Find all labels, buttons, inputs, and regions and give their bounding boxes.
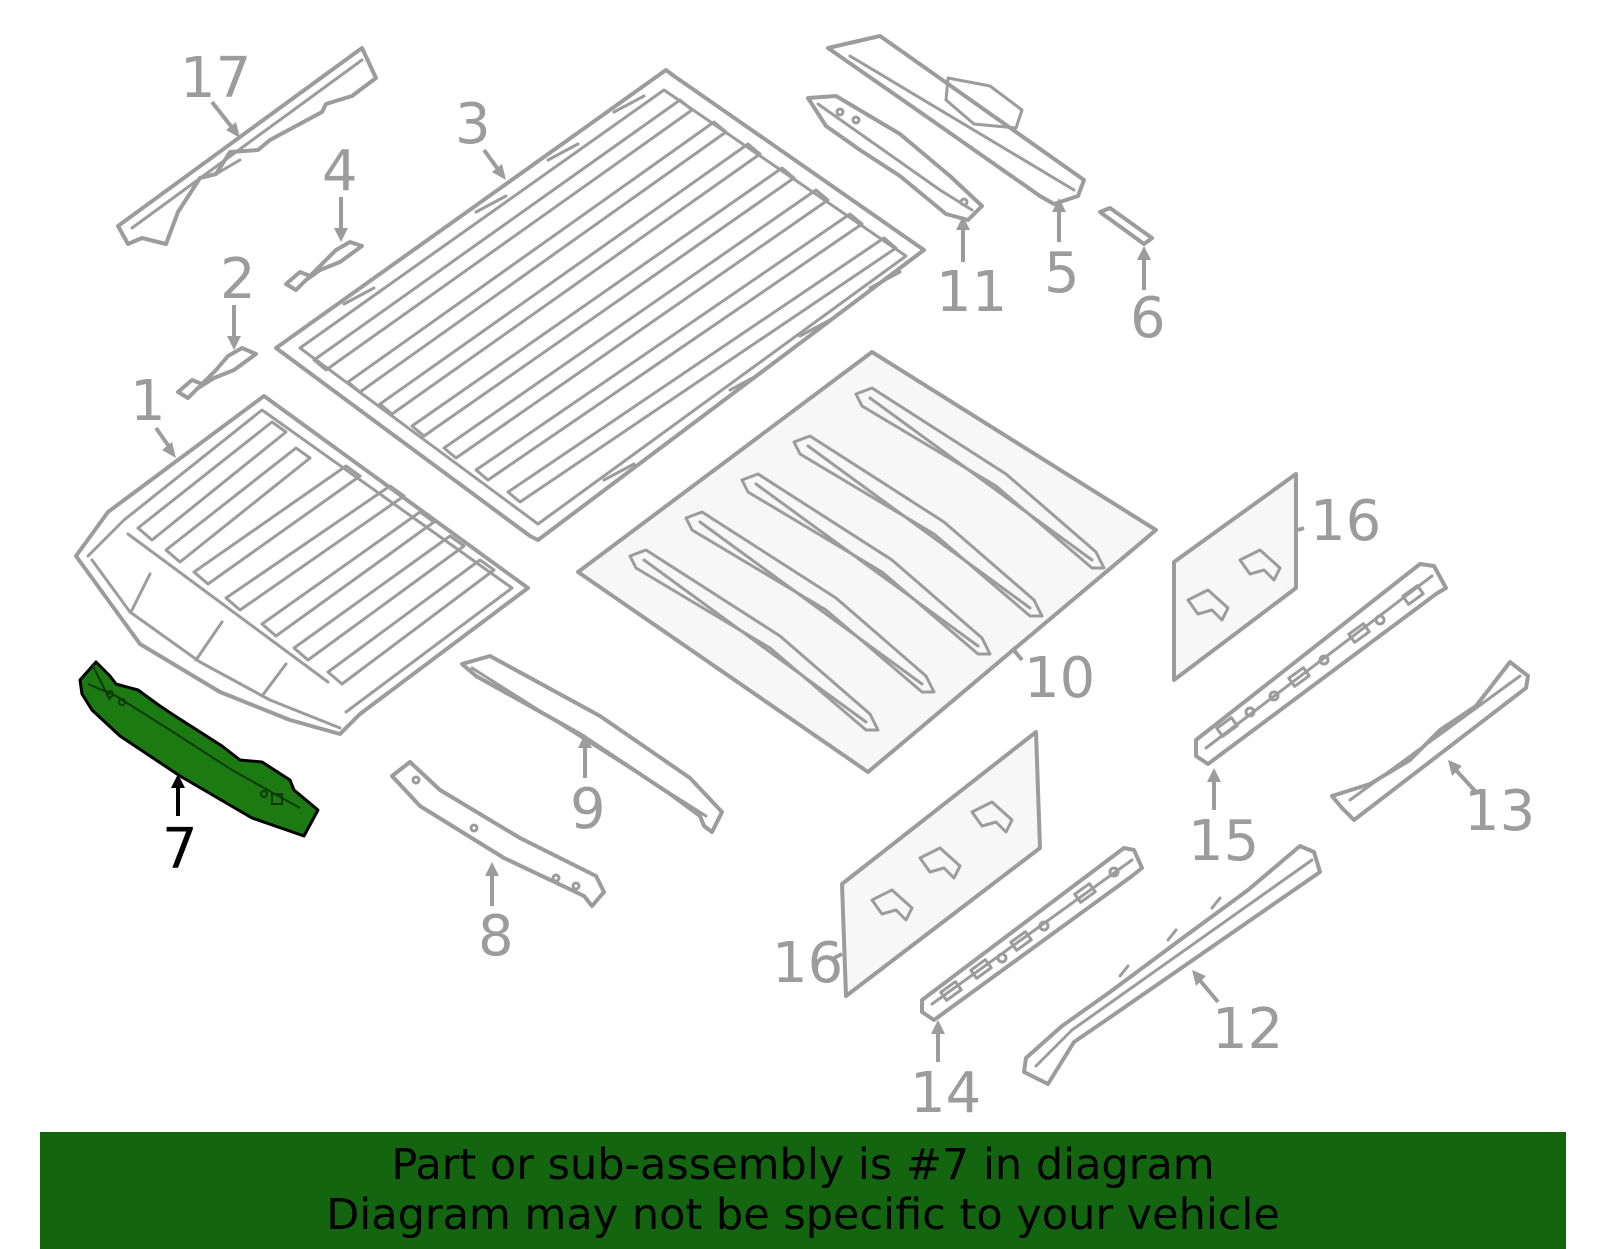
part-8-bow[interactable] — [390, 760, 606, 908]
part-6-clip[interactable] — [1098, 206, 1154, 246]
callout-label-6: 6 — [1130, 286, 1166, 351]
callout-label-14: 14 — [910, 1061, 981, 1126]
part-3-roof-frame[interactable] — [274, 68, 926, 542]
part-12-rail[interactable] — [1022, 844, 1322, 1086]
part-7-rear-header[interactable] — [78, 660, 320, 838]
callout-9: 9 — [570, 734, 606, 842]
part-13-rail[interactable] — [1330, 660, 1530, 822]
callout-label-3: 3 — [455, 92, 491, 157]
callout-11: 11 — [936, 216, 1007, 325]
callout-16-lower: 16 — [772, 931, 843, 996]
part-1-roof-panel[interactable] — [74, 394, 530, 736]
part-10-roof-bows[interactable] — [576, 350, 1158, 774]
callout-label-1: 1 — [130, 369, 166, 434]
callout-8: 8 — [478, 862, 514, 969]
banner-line-2: Diagram may not be specific to your vehi… — [326, 1190, 1280, 1240]
part-14-rail[interactable] — [920, 846, 1144, 1022]
callout-1: 1 — [130, 369, 176, 458]
callout-4: 4 — [322, 139, 358, 242]
part-16-pad-lower[interactable] — [840, 730, 1042, 998]
callout-label-4: 4 — [322, 139, 358, 204]
callout-14: 14 — [910, 1020, 981, 1126]
callout-label-5: 5 — [1044, 241, 1080, 306]
part-2-bracket[interactable] — [176, 346, 258, 400]
part-16-pad-upper[interactable] — [1172, 472, 1298, 682]
callout-label-17: 17 — [180, 46, 251, 111]
callout-label-15: 15 — [1188, 809, 1259, 874]
callout-label-8: 8 — [478, 904, 514, 969]
info-banner: Part or sub-assembly is #7 in diagram Di… — [40, 1132, 1566, 1249]
part-5-header-panel[interactable] — [826, 34, 1086, 206]
callout-10: 10 — [1010, 646, 1095, 711]
callout-17: 17 — [180, 46, 251, 138]
callout-6: 6 — [1130, 246, 1166, 351]
callout-label-9: 9 — [570, 777, 606, 842]
callout-3: 3 — [455, 92, 506, 180]
callout-16-upper: 16 — [1297, 489, 1381, 554]
callout-label-7: 7 — [162, 817, 198, 882]
callout-2: 2 — [220, 247, 256, 350]
callout-label-10: 10 — [1024, 646, 1095, 711]
callout-7: 7 — [162, 774, 198, 882]
callout-12: 12 — [1192, 970, 1283, 1062]
callout-5: 5 — [1044, 198, 1080, 306]
callout-label-16-upper: 16 — [1310, 489, 1381, 554]
banner-line-1: Part or sub-assembly is #7 in diagram — [391, 1140, 1215, 1190]
callout-label-2: 2 — [220, 247, 256, 312]
part-17-rail[interactable] — [116, 46, 378, 246]
part-4-bracket[interactable] — [284, 240, 364, 292]
callout-label-11: 11 — [936, 260, 1007, 325]
callout-13: 13 — [1448, 760, 1535, 844]
callout-15: 15 — [1188, 768, 1259, 874]
part-15-rail[interactable] — [1194, 562, 1448, 766]
part-11-header[interactable] — [806, 94, 984, 222]
callout-label-16-lower: 16 — [772, 931, 843, 996]
callout-label-12: 12 — [1212, 997, 1283, 1062]
